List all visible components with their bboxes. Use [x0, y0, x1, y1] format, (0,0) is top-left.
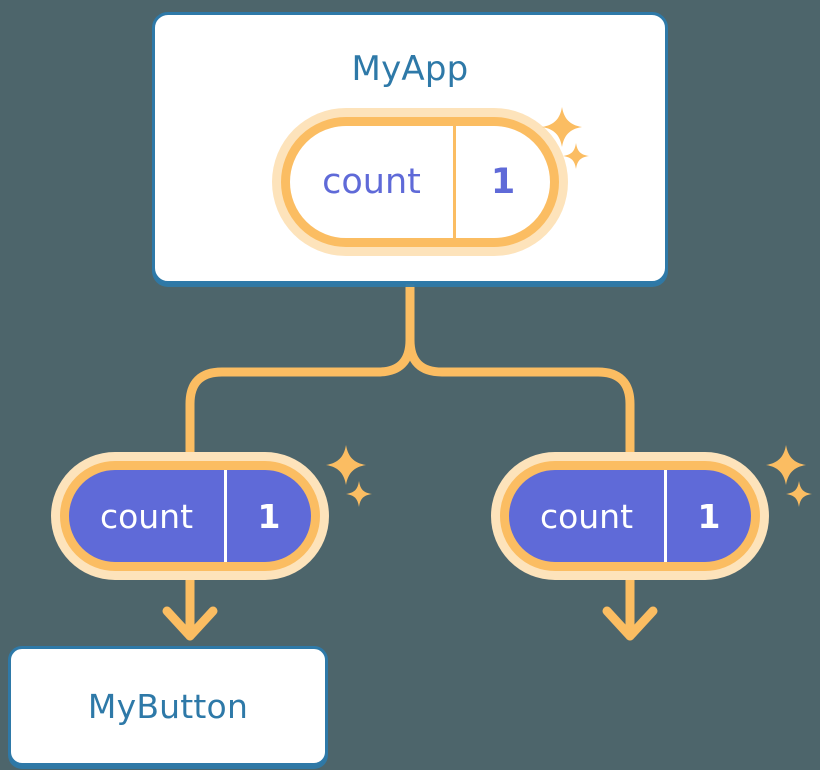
state-pill-key: count — [69, 470, 227, 562]
state-pill-key: count — [290, 126, 456, 238]
branch-fork-icon — [185, 281, 635, 457]
state-pill-body[interactable]: count 1 — [500, 461, 760, 571]
state-pill-body[interactable]: count 1 — [281, 117, 559, 247]
state-pill-child-1[interactable]: count 1 — [500, 461, 760, 571]
state-pill-child-0[interactable]: count 1 — [60, 461, 320, 571]
page-title: MyApp — [351, 49, 469, 89]
state-pill-root[interactable]: count 1 — [281, 117, 559, 247]
arrow-down-icon-right — [602, 565, 658, 641]
sparkle-small-icon — [346, 481, 372, 507]
state-pill-body[interactable]: count 1 — [60, 461, 320, 571]
state-pill-key: count — [509, 470, 667, 562]
sparkle-small-icon — [786, 481, 812, 507]
state-pill-value: 1 — [697, 496, 721, 536]
sparkle-large-icon — [326, 445, 366, 485]
component-card-mybutton-left[interactable]: MyButton — [8, 646, 328, 766]
sparkle-large-icon — [766, 445, 806, 485]
state-pill-value: 1 — [490, 162, 516, 202]
arrow-down-icon-left — [162, 565, 218, 641]
component-card-label: MyButton — [87, 686, 249, 726]
state-pill-value: 1 — [257, 496, 281, 536]
